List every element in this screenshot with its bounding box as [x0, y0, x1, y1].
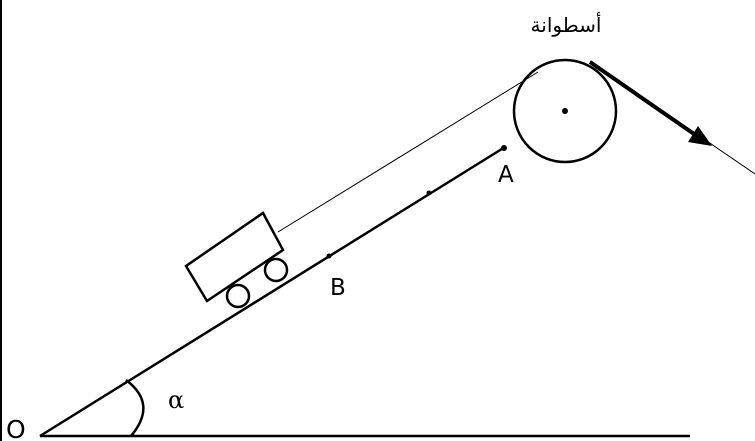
cart-wheel-rear	[225, 283, 251, 309]
incline-line	[39, 145, 506, 438]
origin-label: O	[6, 415, 26, 441]
angle-arc	[125, 379, 145, 437]
point-b-dot	[326, 253, 332, 259]
cart-body	[184, 211, 285, 303]
point-a-label: A	[498, 162, 514, 188]
incline-mid-dot	[426, 190, 432, 196]
cart-wheel-front	[263, 257, 289, 283]
cylinder-label: أسطوانة	[531, 12, 602, 37]
cylinder-pulley	[512, 58, 618, 164]
point-b-label: B	[330, 275, 346, 301]
force-arrow-head	[688, 126, 712, 146]
point-a-dot	[501, 145, 507, 151]
rope-to-cylinder	[277, 71, 539, 233]
angle-label: α	[168, 386, 184, 414]
force-arrow-shaft	[588, 60, 709, 145]
cylinder-axle-dot	[562, 108, 568, 114]
